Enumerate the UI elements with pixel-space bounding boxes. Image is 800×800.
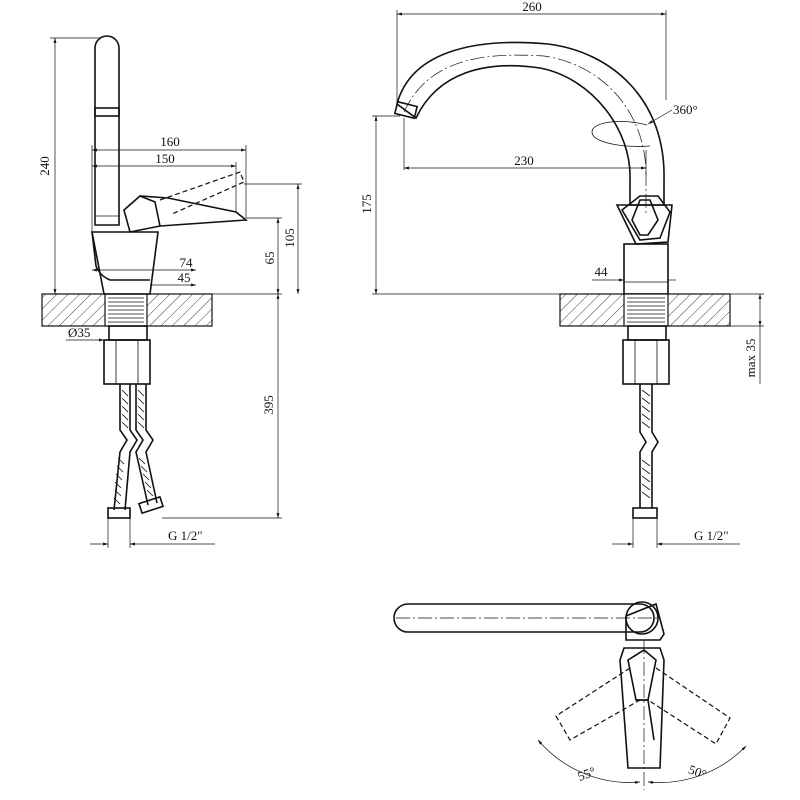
dim-45: 45 bbox=[178, 270, 191, 285]
front-hose bbox=[632, 384, 659, 519]
front-thread-label: G 1/2" bbox=[694, 528, 729, 543]
side-dimensions bbox=[50, 37, 302, 548]
side-body bbox=[91, 231, 159, 295]
dim-260: 260 bbox=[522, 0, 542, 14]
dim-395: 395 bbox=[261, 395, 276, 415]
dim-360-rotation: 360° bbox=[673, 102, 698, 117]
side-mount-nut bbox=[103, 339, 151, 385]
front-body bbox=[615, 204, 673, 245]
side-lever-raised bbox=[159, 171, 245, 215]
side-spout bbox=[94, 35, 120, 226]
side-thread-label: G 1/2" bbox=[168, 528, 203, 543]
dim-240: 240 bbox=[37, 156, 52, 176]
rotation-arrow bbox=[591, 121, 651, 147]
dim-230: 230 bbox=[514, 153, 534, 168]
front-view: 260 230 360° 175 44 max 35 G 1/2" bbox=[359, 0, 764, 548]
angle-55: 55° bbox=[575, 764, 597, 784]
angle-50: 50° bbox=[686, 762, 708, 782]
angle-arc-left bbox=[537, 739, 641, 784]
dim-44: 44 bbox=[595, 264, 609, 279]
front-spout bbox=[396, 41, 665, 206]
dim-150: 150 bbox=[155, 151, 175, 166]
dim-max-35: max 35 bbox=[743, 339, 758, 378]
side-hoses bbox=[107, 384, 165, 519]
side-washer bbox=[108, 325, 148, 341]
front-dimensions bbox=[372, 10, 764, 548]
side-view: 240 160 150 105 65 74 45 Ø35 395 G 1/2" bbox=[37, 35, 302, 548]
top-lever-left bbox=[555, 667, 641, 741]
top-spout bbox=[393, 603, 655, 633]
top-view: 55° 50° bbox=[393, 601, 747, 790]
dim-160: 160 bbox=[160, 134, 180, 149]
side-lever bbox=[123, 195, 249, 233]
top-lever bbox=[619, 647, 665, 769]
dim-105: 105 bbox=[282, 228, 297, 248]
angle-arc-right bbox=[647, 745, 747, 784]
top-lever-right bbox=[647, 667, 731, 745]
dim-65: 65 bbox=[262, 252, 277, 265]
dim-diameter-35: Ø35 bbox=[68, 325, 90, 340]
dim-175: 175 bbox=[359, 194, 374, 214]
side-shank-threads bbox=[108, 297, 144, 323]
dim-74: 74 bbox=[180, 255, 194, 270]
front-mount-nut bbox=[622, 339, 670, 385]
